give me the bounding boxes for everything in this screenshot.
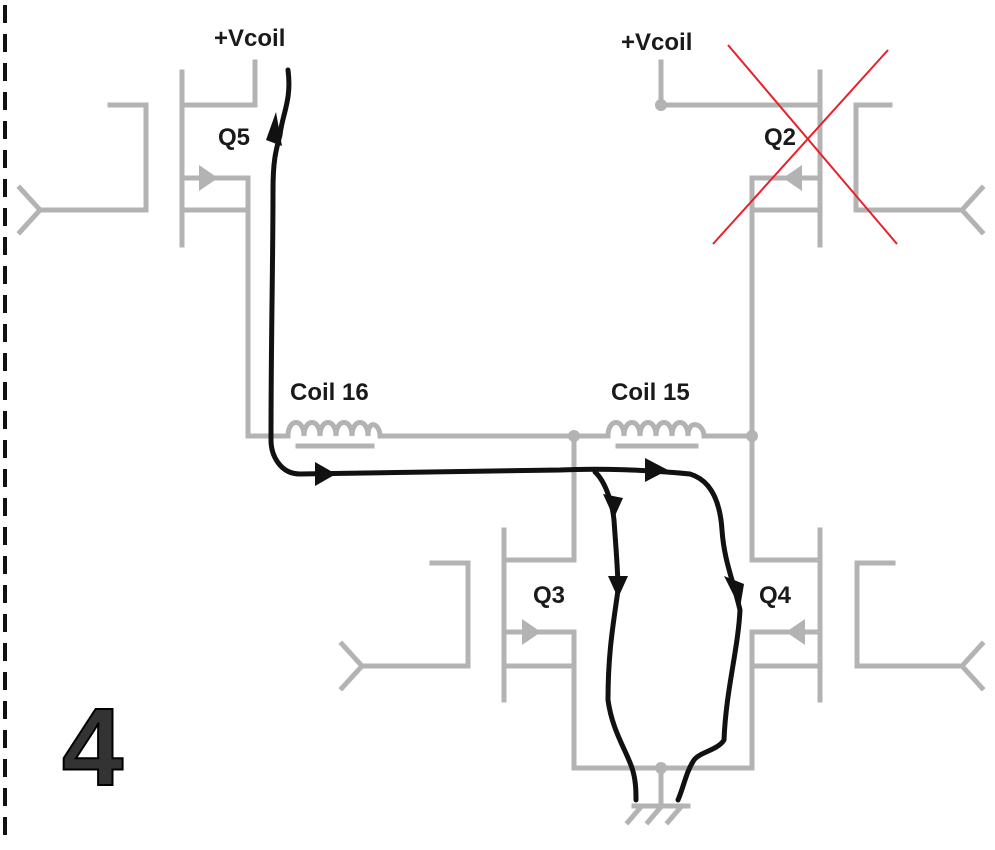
coil-16 <box>245 420 611 449</box>
current-arrow <box>315 462 336 486</box>
current-arrow <box>603 494 623 518</box>
ground <box>571 762 755 826</box>
current-path <box>266 67 744 803</box>
current-arrow <box>266 112 282 146</box>
current-arrow <box>724 576 744 608</box>
coil15-label: Coil 15 <box>611 379 690 406</box>
vcoil-label-left: +Vcoil <box>214 25 285 52</box>
q5-label: Q5 <box>218 124 250 151</box>
q2-label: Q2 <box>764 124 796 151</box>
q4-label: Q4 <box>759 582 792 609</box>
coil16-label: Coil 16 <box>290 379 369 406</box>
coil-15 <box>605 420 755 449</box>
transistor-q2 <box>655 59 986 563</box>
current-arrow <box>608 576 628 598</box>
vcoil-label-right: +Vcoil <box>621 29 692 56</box>
current-arrow <box>645 458 668 482</box>
q3-label: Q3 <box>533 582 565 609</box>
step-number: 4 <box>62 686 123 809</box>
transistor-q4 <box>749 527 986 771</box>
transistor-q5 <box>16 59 258 439</box>
junction-dot <box>746 430 758 442</box>
transistor-q3 <box>338 433 577 771</box>
q2-disabled-cross <box>712 44 898 245</box>
